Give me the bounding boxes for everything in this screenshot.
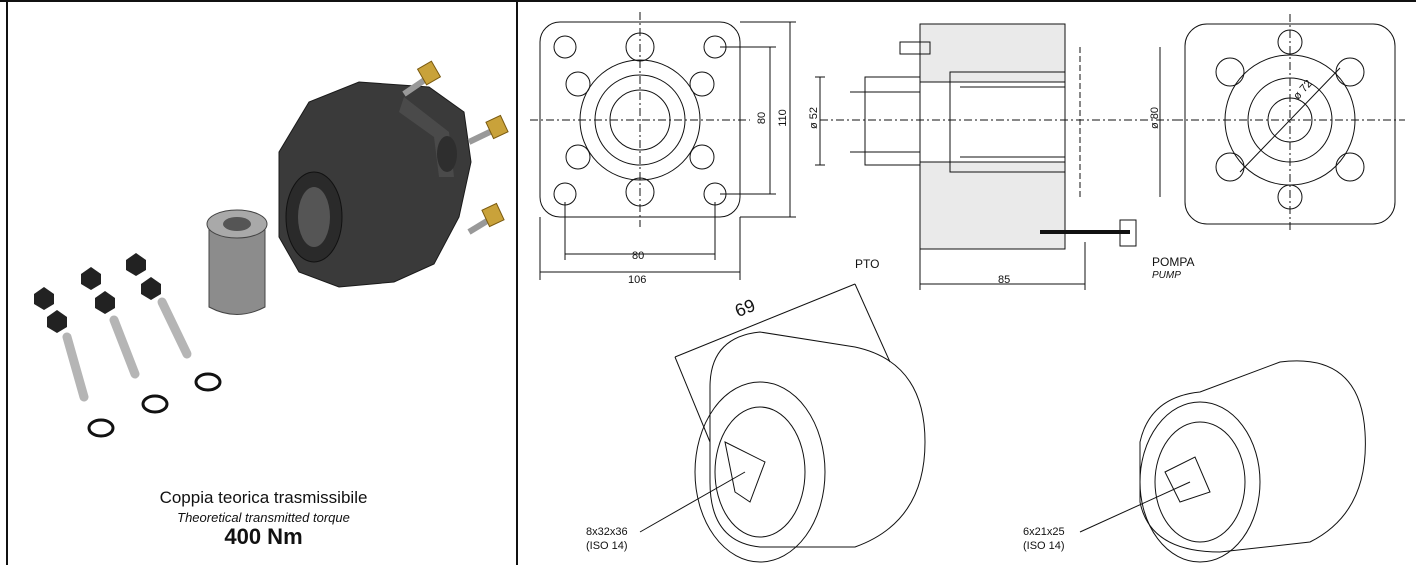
hardware-kit (34, 253, 222, 438)
sleeve-right-iso (1079, 360, 1366, 563)
pto-label: PTO (855, 257, 880, 271)
product-photo (34, 60, 509, 438)
flange-housing (278, 81, 472, 288)
torque-label-it: Coppia teorica trasmissibile (159, 488, 368, 507)
left-spline-spec: 8x32x36 (586, 526, 628, 538)
dim-80-bottom: 80 (632, 250, 645, 262)
technical-drawing (530, 12, 1405, 563)
flange-front-view (530, 12, 796, 280)
pump-label-en: PUMP (1152, 270, 1181, 281)
flange-section-view (815, 23, 1180, 290)
dim-80-vertical: 80 (756, 111, 769, 125)
panel-divider (516, 0, 518, 565)
pump-label-it: POMPA (1152, 255, 1195, 269)
sleeve-left-iso (639, 283, 926, 563)
right-spline-spec: 6x21x25 (1023, 526, 1065, 538)
flange-end-view (1175, 14, 1405, 232)
torque-value: 400 Nm (224, 524, 303, 549)
dim-110: 110 (776, 109, 789, 127)
dim-85: 85 (998, 274, 1011, 286)
product-panel: Coppia teorica trasmissibile Theoretical… (9, 2, 518, 565)
dim-phi80: ø 80 (1149, 106, 1162, 130)
coupling-sleeve (206, 209, 268, 315)
torque-label-en: Theoretical transmitted torque (177, 510, 350, 525)
dim-phi52: ø 52 (808, 106, 821, 130)
left-spline-standard: (ISO 14) (586, 540, 628, 552)
technical-drawing-panel: 106 80 80 110 ø 52 PTO 85 ø 80 ø 72 POMP… (520, 2, 1416, 565)
dim-106: 106 (628, 274, 647, 286)
dim-69: 69 (731, 294, 759, 322)
right-spline-standard: (ISO 14) (1023, 540, 1065, 552)
left-border (6, 0, 8, 565)
flange-studs (402, 60, 509, 235)
